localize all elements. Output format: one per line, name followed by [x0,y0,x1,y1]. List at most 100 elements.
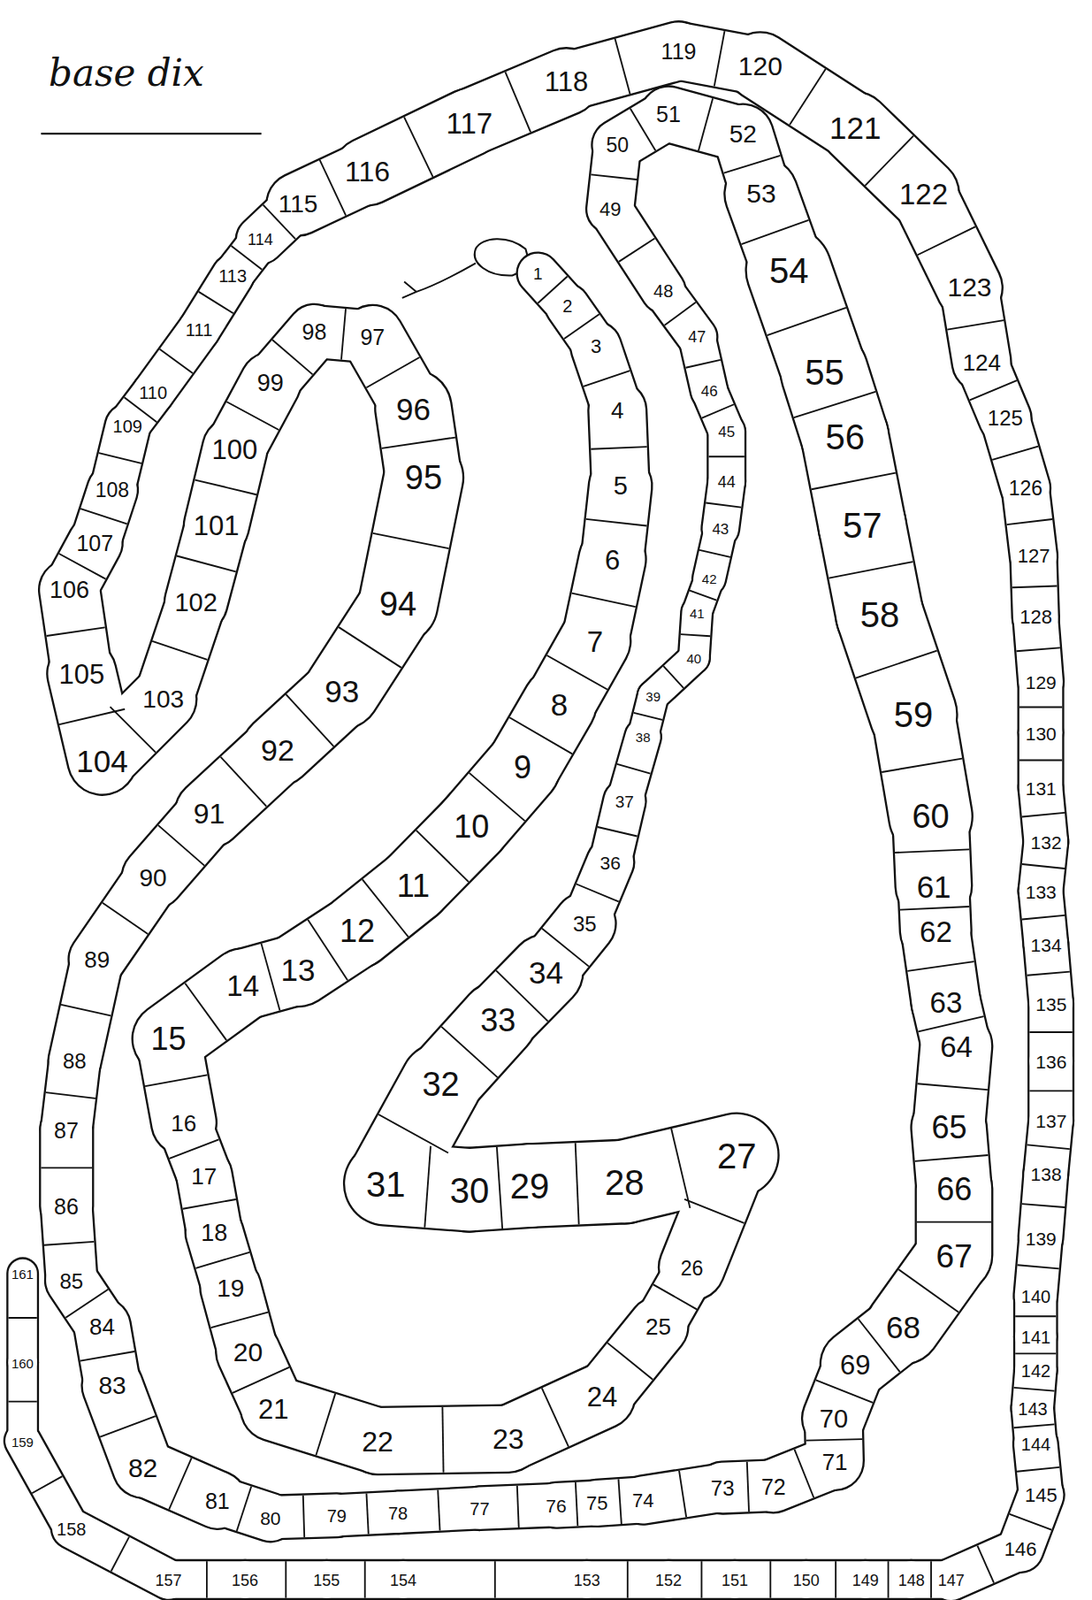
square-number: 128 [1019,607,1053,627]
board-square: 27 [717,1137,757,1174]
square-number: 125 [987,407,1024,429]
square-divider [194,480,257,496]
square-number: 138 [1030,1164,1062,1184]
square-number: 49 [599,199,621,220]
square-number: 151 [721,1572,749,1589]
square-divider [679,1470,687,1517]
board-square: 142 [1021,1361,1051,1380]
board-square: 28 [604,1164,645,1200]
board-square: 107 [76,532,114,555]
square-divider [917,226,976,255]
square-number: 111 [185,320,213,339]
square-number: 74 [632,1490,654,1511]
square-number: 57 [842,507,883,543]
square-divider [1022,863,1065,869]
square-divider [917,1083,988,1090]
board-square: 153 [573,1572,601,1589]
square-number: 53 [746,180,776,207]
square-divider [509,717,573,754]
board-square: 110 [138,383,168,402]
square-number: 69 [840,1351,871,1379]
square-number: 133 [1025,881,1057,901]
band-outline [403,1558,588,1600]
board-square: 45 [717,424,735,440]
square-divider [1007,519,1054,525]
board-square: 85 [59,1270,84,1292]
board-square: 94 [379,587,417,621]
board-square: 144 [1021,1435,1051,1453]
square-number: 26 [680,1257,704,1278]
square-number: 161 [11,1267,34,1281]
band-fill [8,1273,38,1362]
board-square: 146 [1004,1539,1038,1559]
square-divider [590,446,647,450]
square-divider [221,756,268,807]
square-number: 35 [572,913,597,935]
board-square: 129 [1025,672,1057,692]
square-number: 48 [653,282,673,300]
square-divider [65,1289,108,1318]
square-divider [1012,586,1058,588]
square-number: 44 [717,473,736,490]
square-divider [915,1154,989,1161]
square-number: 4 [610,398,624,422]
board-square: 36 [600,853,621,872]
square-number: 113 [218,267,247,285]
board-square: 114 [247,231,274,248]
square-divider [586,519,648,527]
square-divider [1029,1030,1072,1033]
square-number: 132 [1030,832,1062,852]
square-number: 11 [397,870,430,902]
square-number: 84 [89,1314,115,1338]
square-divider [494,1560,497,1598]
board-square: 56 [824,419,865,455]
square-number: 16 [170,1111,197,1135]
square-divider [80,1351,135,1361]
board-square: 161 [11,1267,34,1281]
board-square: 160 [11,1355,34,1369]
board-square: 37 [615,793,634,810]
square-number: 135 [1035,993,1067,1013]
square-number: 83 [98,1373,126,1398]
square-number: 154 [389,1572,417,1589]
board-square: 154 [389,1572,417,1589]
board-square: 73 [710,1477,735,1499]
board-square: 13 [281,954,316,986]
square-number: 32 [421,1067,459,1101]
square-number: 19 [216,1275,245,1301]
square-divider [881,758,963,772]
square-number: 61 [916,870,952,902]
square-number: 78 [388,1504,408,1522]
board-square: 158 [56,1519,86,1538]
square-divider [1017,1264,1060,1268]
square-number: 124 [962,351,1001,375]
board-square: 156 [231,1572,259,1589]
square-divider [341,308,346,359]
square-number: 130 [1025,723,1057,742]
square-number: 107 [76,532,114,555]
board-square: 40 [687,651,703,665]
square-divider [424,1145,431,1228]
board-square: 83 [98,1373,126,1398]
square-number: 54 [769,252,810,289]
square-number: 89 [84,947,110,971]
square-number: 2 [562,297,573,315]
board-square: 82 [128,1454,158,1482]
square-divider [653,1283,697,1309]
square-divider [1014,1387,1055,1391]
board-square: 92 [260,734,295,765]
square-divider [1022,812,1065,818]
board-square: 65 [931,1111,967,1144]
square-number: 96 [396,392,431,424]
board-square: 49 [599,199,621,220]
square-divider [542,1387,569,1446]
square-divider [663,665,684,688]
board-square: 138 [1030,1164,1062,1184]
board-square: 123 [946,274,992,301]
square-number: 31 [366,1166,406,1202]
square-divider [769,1560,772,1598]
square-divider [607,1342,653,1379]
square-divider [45,1092,96,1099]
square-number: 59 [893,696,934,733]
square-divider [789,68,826,125]
